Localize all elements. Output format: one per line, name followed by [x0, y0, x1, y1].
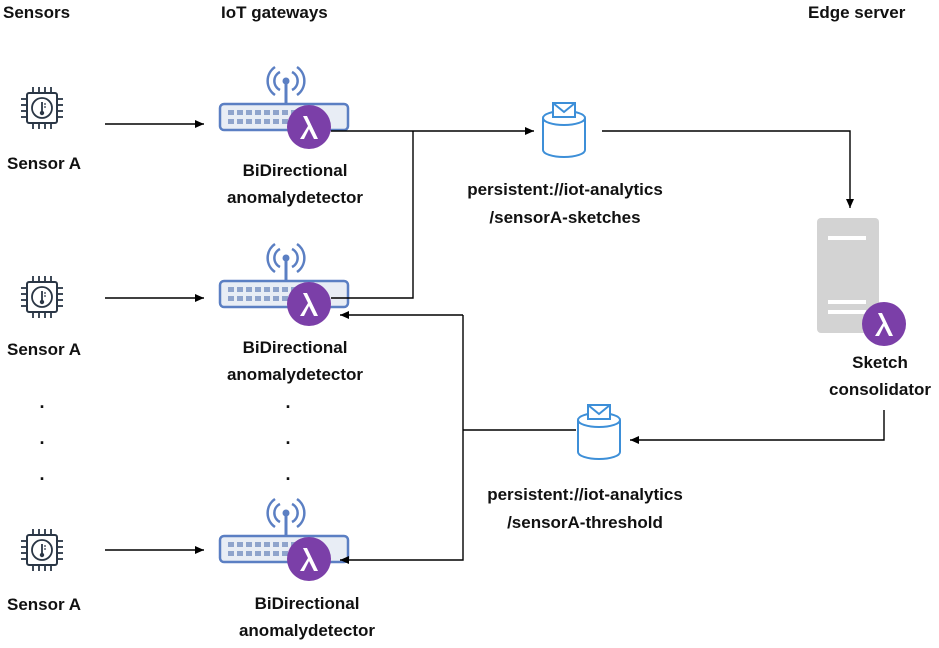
connectors: [105, 120, 885, 564]
message-queue-icon: [542, 102, 586, 158]
sensor-label: Sensor A: [6, 595, 81, 614]
lambda-icon: [287, 105, 331, 149]
arrow-threshold-to-gateway: [340, 315, 464, 564]
server-icon: [817, 218, 879, 333]
gateway-label: BiDirectional anomalydetector: [210, 334, 380, 388]
sensor-icon: [20, 528, 64, 572]
arrow-server-to-threshold: [630, 410, 885, 444]
gateway-label: BiDirectional anomalydetector: [210, 157, 380, 211]
lambda-icon: [287, 282, 331, 326]
gateway-label-line1: BiDirectional: [242, 338, 348, 357]
gateway-label-line2: anomalydetector: [226, 188, 364, 207]
server-label: Sketch consolidator: [828, 353, 931, 399]
gateway-label-line1: BiDirectional: [254, 594, 360, 613]
topic-label-threshold: persistent://iot-analytics /sensorA-thre…: [487, 485, 683, 532]
gateway-label: BiDirectional anomalydetector: [222, 590, 392, 644]
topic-label-sketches: persistent://iot-analytics /sensorA-sket…: [467, 180, 663, 227]
column-header-sensors: Sensors: [3, 3, 71, 22]
line-gateway-to-sketches: [331, 131, 414, 299]
lambda-icon: [862, 302, 906, 346]
gateway-label-line1: BiDirectional: [242, 161, 348, 180]
sensor-label: Sensor A: [6, 340, 81, 359]
gateway-label-line2: anomalydetector: [226, 365, 364, 384]
sensor-label: Sensor A: [6, 154, 81, 173]
ellipsis-gateways: . . .: [285, 392, 291, 484]
sensor-icon: [20, 86, 64, 130]
gateway-label-line2: anomalydetector: [238, 621, 376, 640]
ellipsis-sensors: . . .: [39, 392, 45, 484]
column-header-gateways: IoT gateways: [221, 3, 328, 22]
sensor-icon: [20, 275, 64, 319]
lambda-icon: [287, 537, 331, 581]
arrow-sketches-to-server: [602, 130, 854, 208]
message-queue-icon: [577, 404, 621, 460]
column-header-edge-server: Edge server: [808, 3, 906, 22]
